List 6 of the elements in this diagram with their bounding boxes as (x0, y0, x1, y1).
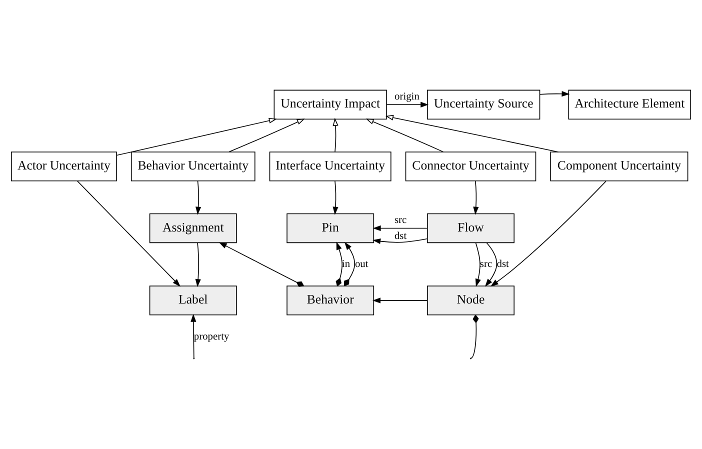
edge-label: property (194, 331, 230, 342)
edge-label: out (354, 259, 368, 270)
edge-label: dst (394, 230, 407, 242)
edge-label: src (394, 214, 407, 226)
edge-label: dst (496, 259, 509, 270)
edge-label: origin (394, 91, 420, 102)
